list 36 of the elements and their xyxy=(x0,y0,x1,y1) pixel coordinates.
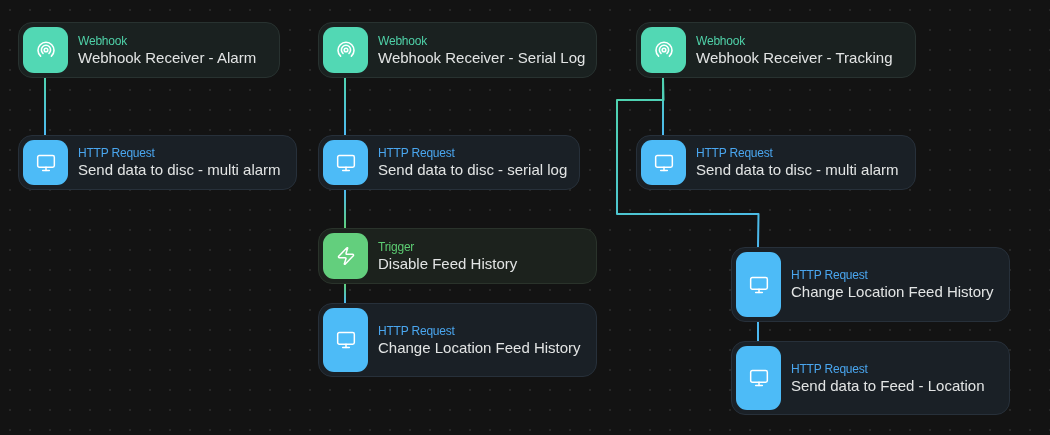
node-title: Webhook Receiver - Serial Log xyxy=(378,48,586,67)
node-title: Send data to disc - multi alarm xyxy=(696,161,899,179)
node-title: Webhook Receiver - Tracking xyxy=(696,48,893,67)
workflow-node-card xyxy=(636,22,916,78)
connector-line xyxy=(344,77,346,136)
workflow-node-card xyxy=(318,22,597,78)
connector-line xyxy=(344,189,346,229)
node-title: Send data to disc - multi alarm xyxy=(78,161,281,179)
node-type-label: HTTP Request xyxy=(791,268,869,283)
node-type-label: HTTP Request xyxy=(78,146,156,161)
node-type-label: Trigger xyxy=(378,239,416,255)
node-title: Send data to disc - serial log xyxy=(378,161,568,179)
workflow-node-card xyxy=(636,135,916,190)
node-type-label: Webhook xyxy=(378,33,429,49)
node-type-label: Webhook xyxy=(78,33,129,49)
node-type-label: HTTP Request xyxy=(791,361,869,377)
workflow-node-card xyxy=(318,228,597,284)
node-type-label: HTTP Request xyxy=(696,146,774,161)
node-title: Webhook Receiver - Alarm xyxy=(78,48,257,67)
node-title: Change Location Feed History xyxy=(378,338,581,357)
connector-line xyxy=(344,283,346,304)
workflow-node-card xyxy=(18,22,280,78)
workflow-node-card xyxy=(318,303,597,377)
connector-line xyxy=(44,77,46,136)
node-title: Disable Feed History xyxy=(378,254,518,273)
node-title: Change Location Feed History xyxy=(791,283,994,301)
workflow-node-card xyxy=(18,135,297,190)
connector-line xyxy=(616,77,760,248)
workflow-node-card xyxy=(318,135,580,190)
node-type-label: HTTP Request xyxy=(378,323,456,339)
node-type-label: HTTP Request xyxy=(378,146,456,161)
workflow-node-card xyxy=(731,341,1010,415)
node-title: Send data to Feed - Location xyxy=(791,376,985,395)
connector-line xyxy=(757,321,759,342)
workflow-node-card xyxy=(731,247,1010,322)
node-type-label: Webhook xyxy=(696,33,747,49)
